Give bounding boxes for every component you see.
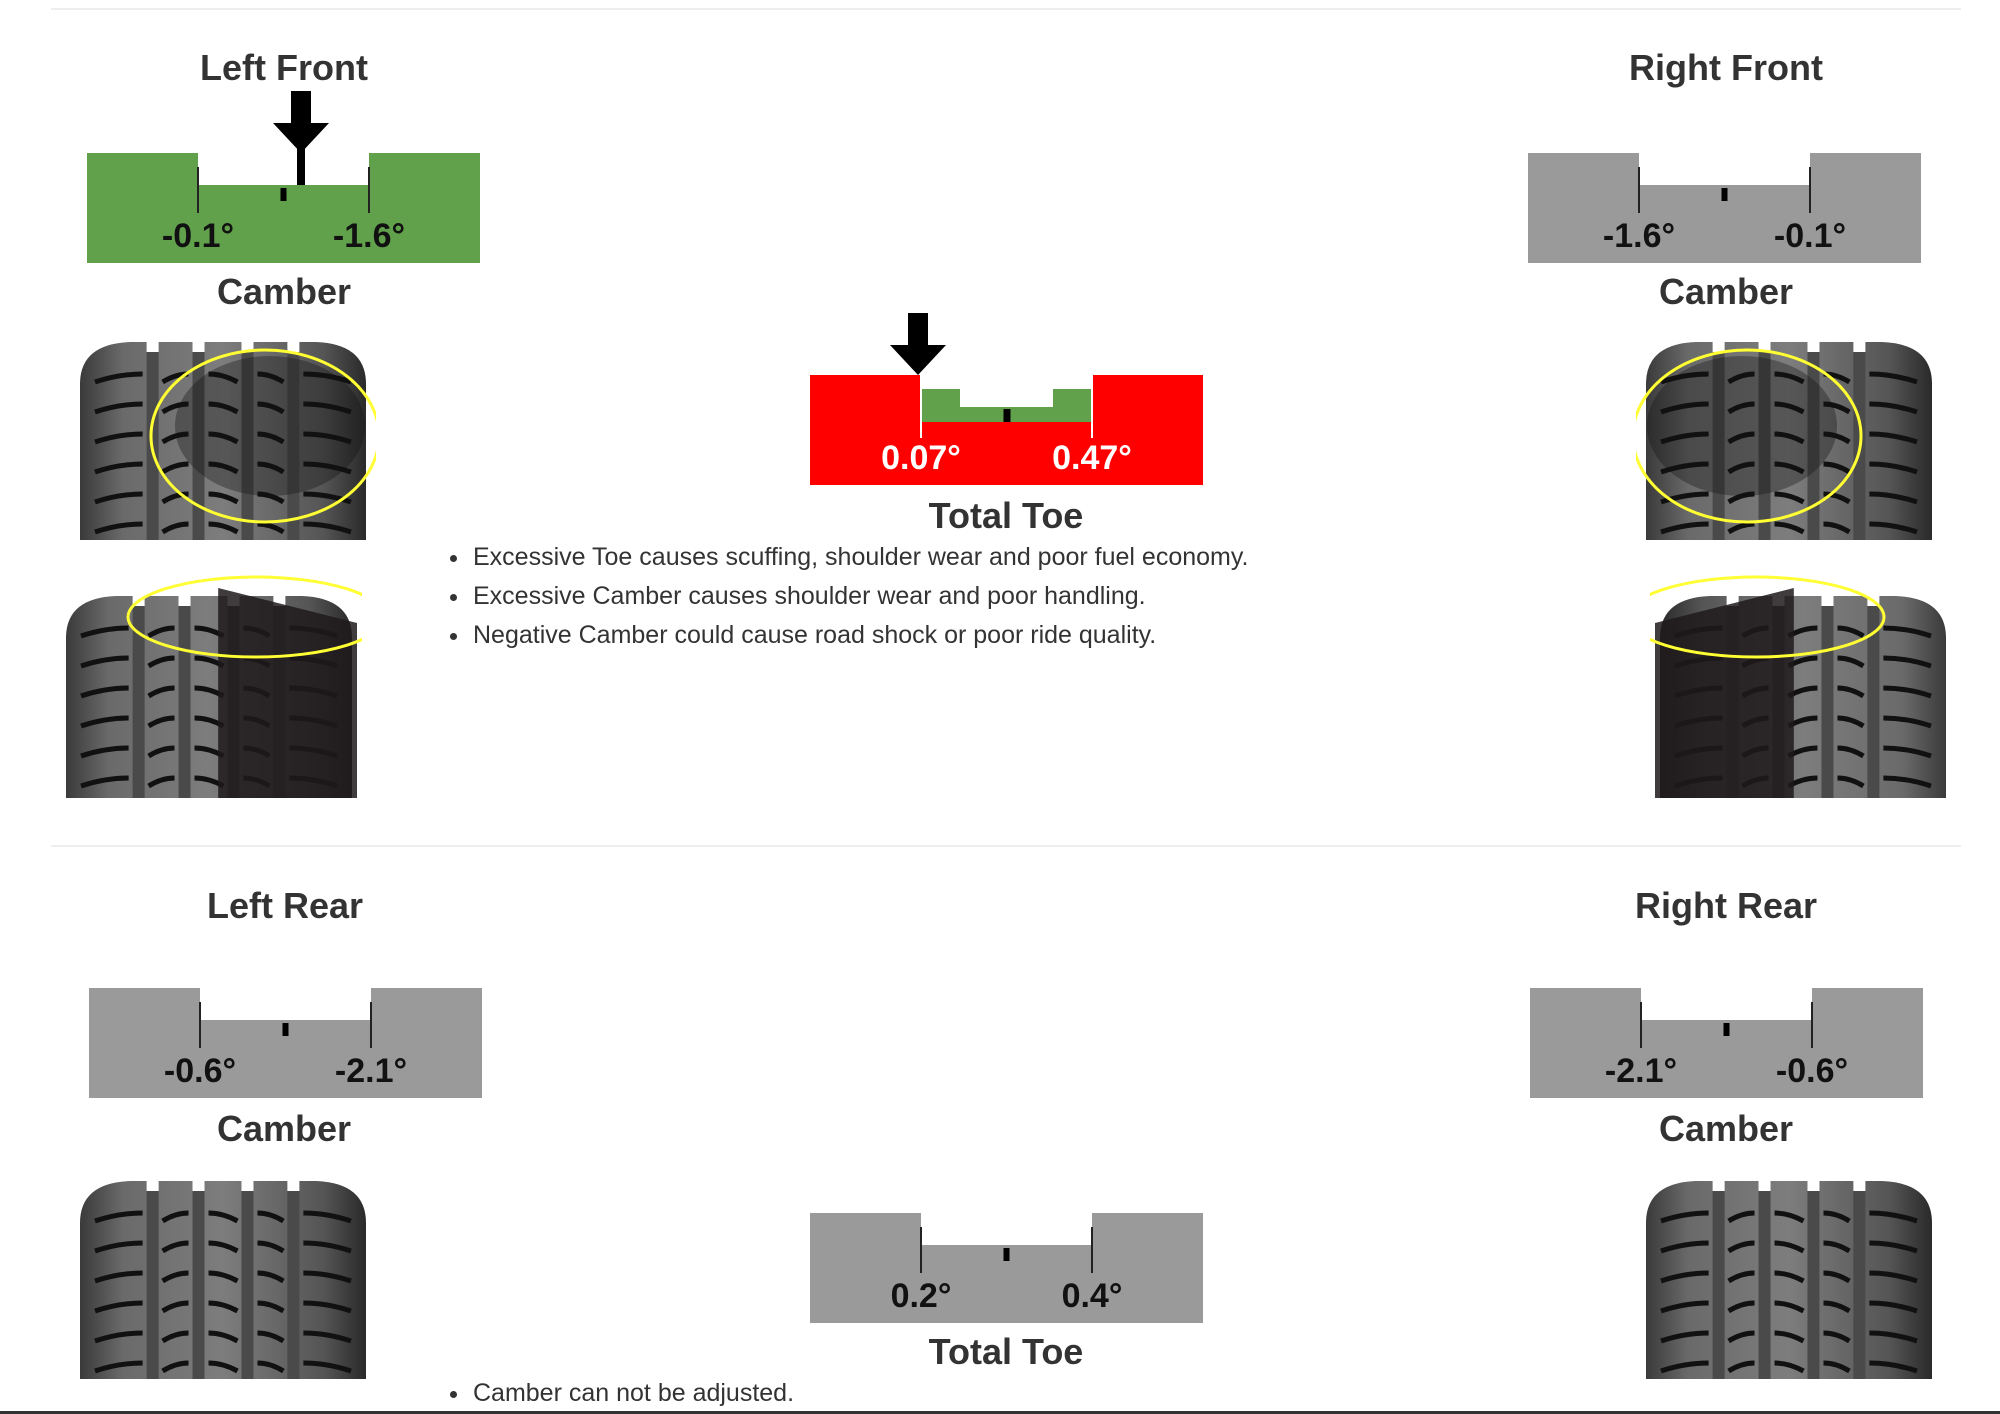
toe-max-label: 0.47° bbox=[1052, 439, 1132, 477]
left-front-camber-gauge: -0.1° -1.6° bbox=[87, 91, 480, 263]
left-rear-title: Left Rear bbox=[206, 885, 364, 926]
right-front-title: Right Front bbox=[1629, 47, 1823, 88]
right-front-tread-tire-image bbox=[1631, 334, 1942, 545]
left-rear-tread-tire-image bbox=[70, 1173, 376, 1384]
left-rear-camber-label: Camber bbox=[216, 1108, 352, 1149]
gauge-center-mark bbox=[1003, 409, 1011, 422]
toe-min-label: 0.2° bbox=[890, 1277, 952, 1315]
gauge-center-mark bbox=[1003, 1248, 1010, 1261]
front-total-toe-label: Total Toe bbox=[928, 495, 1084, 536]
right-front-camber-label: Camber bbox=[1658, 271, 1794, 312]
camber-max-label: -1.6° bbox=[332, 217, 406, 255]
left-front-title: Left Front bbox=[200, 47, 368, 88]
right-rear-tread-tire-image bbox=[1636, 1173, 1942, 1384]
left-front-tread-tire-image bbox=[70, 334, 381, 545]
right-rear-camber-label: Camber bbox=[1658, 1108, 1794, 1149]
camber-min-label: -0.6° bbox=[163, 1052, 237, 1090]
gauge-body bbox=[89, 988, 482, 1098]
front-total-toe-gauge: 0.07° 0.47° bbox=[810, 313, 1203, 485]
right-front-camber-gauge: -1.6° -0.1° bbox=[1528, 153, 1921, 263]
gauge-body bbox=[87, 153, 480, 263]
gauge-body bbox=[1528, 153, 1921, 263]
gauge-body bbox=[810, 375, 1203, 485]
camber-min-label: -0.1° bbox=[161, 217, 235, 255]
gauge-center-mark bbox=[280, 188, 287, 201]
camber-max-label: -0.1° bbox=[1773, 217, 1847, 255]
left-rear-camber-gauge: -0.6° -2.1° bbox=[89, 988, 482, 1098]
gauge-center-mark bbox=[1723, 1023, 1730, 1036]
gauge-center-mark bbox=[282, 1023, 289, 1036]
gauge-center-mark bbox=[1721, 188, 1728, 201]
rear-notes-list: Camber can not be adjusted. bbox=[448, 1374, 794, 1413]
note-item: Excessive Camber causes shoulder wear an… bbox=[448, 577, 1248, 616]
section-divider bbox=[51, 845, 1961, 847]
bottom-border bbox=[0, 1411, 2000, 1414]
note-item: Negative Camber could cause road shock o… bbox=[448, 616, 1248, 655]
right-front-side-tire-image bbox=[1626, 574, 1956, 803]
left-front-side-tire-image bbox=[56, 574, 386, 803]
camber-min-label: -2.1° bbox=[1604, 1052, 1678, 1090]
toe-min-label: 0.07° bbox=[881, 439, 961, 477]
gauge-body bbox=[810, 1213, 1203, 1323]
toe-max-label: 0.4° bbox=[1061, 1277, 1123, 1315]
front-notes-list: Excessive Toe causes scuffing, shoulder … bbox=[448, 538, 1248, 655]
pointer-arrow-icon bbox=[888, 313, 948, 375]
right-rear-camber-gauge: -2.1° -0.6° bbox=[1530, 988, 1923, 1098]
camber-max-label: -0.6° bbox=[1775, 1052, 1849, 1090]
wear-blotch bbox=[1647, 356, 1837, 496]
note-item: Excessive Toe causes scuffing, shoulder … bbox=[448, 538, 1248, 577]
wear-blotch bbox=[175, 356, 365, 496]
rear-total-toe-gauge: 0.2° 0.4° bbox=[810, 1213, 1203, 1323]
left-front-camber-label: Camber bbox=[216, 271, 352, 312]
top-divider bbox=[51, 8, 1961, 10]
note-item: Camber can not be adjusted. bbox=[448, 1374, 794, 1413]
camber-min-label: -1.6° bbox=[1602, 217, 1676, 255]
gauge-body bbox=[1530, 988, 1923, 1098]
pointer-arrow-icon bbox=[271, 91, 331, 185]
gauge-ok-zone bbox=[921, 389, 1092, 422]
right-rear-title: Right Rear bbox=[1634, 885, 1818, 926]
camber-max-label: -2.1° bbox=[334, 1052, 408, 1090]
rear-total-toe-label: Total Toe bbox=[928, 1331, 1084, 1372]
